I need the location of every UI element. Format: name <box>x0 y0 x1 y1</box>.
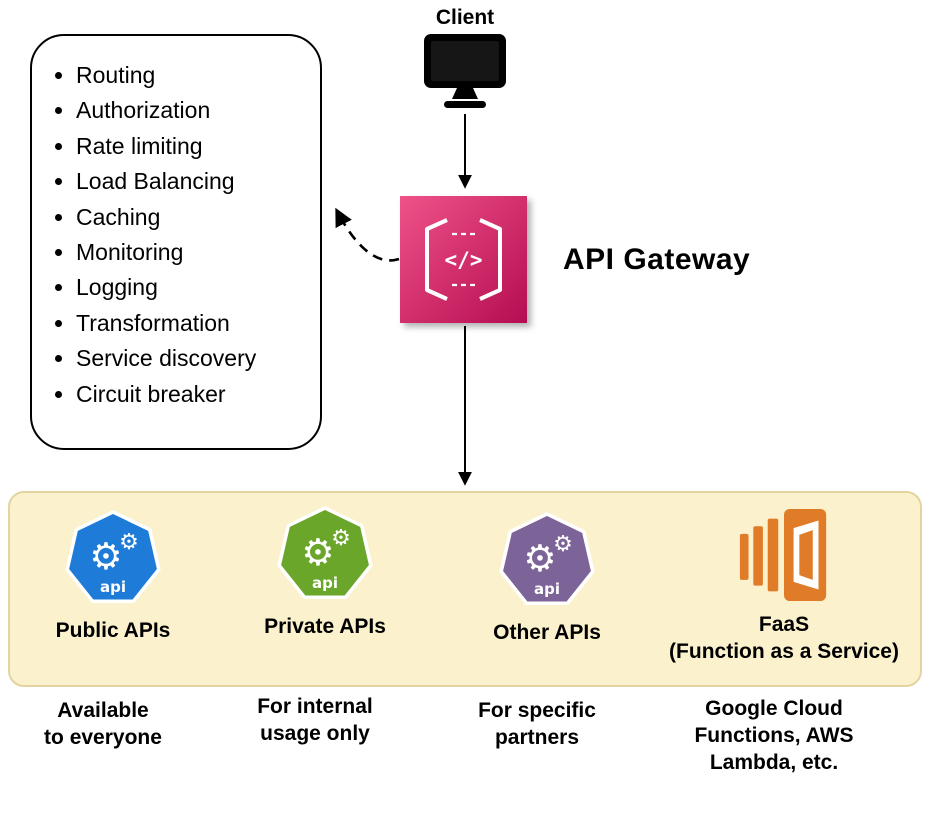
private-api-icon: ⚙ ⚙ api <box>277 506 373 600</box>
api-icon-label: api <box>100 578 126 596</box>
feature-item: Authorization <box>76 93 320 128</box>
api-icon-label: api <box>312 574 338 592</box>
api-gateway-icon: </> <box>400 196 527 323</box>
feature-item: Monitoring <box>76 235 320 270</box>
api-subtitle: (Function as a Service) <box>669 640 899 663</box>
feature-item: Load Balancing <box>76 164 320 199</box>
api-card-private: ⚙ ⚙ api Private APIs <box>225 505 425 640</box>
faas-icon <box>739 509 827 601</box>
api-card-public: ⚙ ⚙ api Public APIs <box>18 509 208 644</box>
api-card-other: ⚙ ⚙ api Other APIs <box>447 511 647 646</box>
api-card-faas: FaaS (Function as a Service) <box>650 505 918 665</box>
public-api-icon: ⚙ ⚙ api <box>65 510 161 604</box>
client-monitor-icon <box>424 34 506 108</box>
gateway-right-gate <box>479 218 502 301</box>
api-caption-other: For specific partners <box>478 699 596 749</box>
api-title: Public APIs <box>55 619 171 642</box>
feature-item: Transformation <box>76 306 320 341</box>
gear-icon: ⚙ <box>119 530 139 555</box>
feature-item: Service discovery <box>76 341 320 376</box>
gateway-features-list: Routing Authorization Rate limiting Load… <box>32 58 320 412</box>
client-label: Client <box>435 6 495 29</box>
feature-item: Rate limiting <box>76 129 320 164</box>
gateway-code-glyph: </> <box>445 248 483 272</box>
feature-item: Caching <box>76 200 320 235</box>
api-gateway-label: API Gateway <box>563 243 751 276</box>
gateway-to-features-arrow <box>335 207 400 262</box>
api-caption-faas: Google Cloud Functions, AWS Lambda, etc. <box>694 697 854 774</box>
api-title: FaaS <box>758 613 810 636</box>
api-title: Other APIs <box>493 621 601 644</box>
api-caption-public: Available to everyone <box>44 699 162 749</box>
feature-item: Circuit breaker <box>76 377 320 412</box>
gear-icon: ⚙ <box>331 526 351 551</box>
gear-icon: ⚙ <box>89 535 122 578</box>
api-icon-label: api <box>534 580 560 598</box>
feature-item: Routing <box>76 58 320 93</box>
gear-icon: ⚙ <box>301 531 334 574</box>
other-api-icon: ⚙ ⚙ api <box>499 512 595 606</box>
gear-icon: ⚙ <box>553 532 573 557</box>
gateway-left-gate <box>425 218 448 301</box>
api-caption-private: For internal usage only <box>257 695 373 745</box>
feature-item: Logging <box>76 270 320 305</box>
api-title: Private APIs <box>264 615 386 638</box>
gateway-features-box: Routing Authorization Rate limiting Load… <box>30 34 322 450</box>
gear-icon: ⚙ <box>523 537 556 580</box>
backend-services-band: ⚙ ⚙ api Public APIs ⚙ ⚙ api Private APIs… <box>8 491 922 687</box>
